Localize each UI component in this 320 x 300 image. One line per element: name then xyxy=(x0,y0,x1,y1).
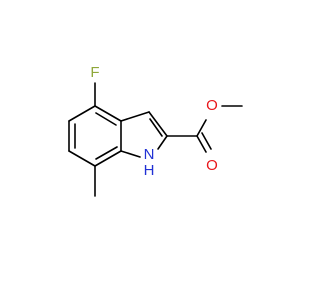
bond-c3a-c3 xyxy=(120,111,150,122)
bond-c7-c7a-inner xyxy=(95,146,118,160)
ester-oxygen-atom-label: O xyxy=(206,97,218,114)
bond-n1-c7a xyxy=(120,150,141,158)
carbonyl-oxygen-atom-label: O xyxy=(206,157,218,174)
bond-carbonyl-double-1 xyxy=(196,135,207,153)
fluorine-atom-label: F xyxy=(90,64,99,81)
bond-c7-c7a xyxy=(94,150,122,167)
bond-c3-c2-inner xyxy=(149,118,163,137)
bond-c3a-c4 xyxy=(94,105,122,122)
bond-c6-c7 xyxy=(68,150,96,167)
molecule-structure-diagram: F O O N H xyxy=(68,64,243,197)
indole-nh-hydrogen-label: H xyxy=(144,162,155,179)
bond-c2-n1 xyxy=(157,135,168,150)
bond-c3a-c4-inner xyxy=(95,112,117,126)
indole-nitrogen-atom-label: N xyxy=(144,146,155,163)
bond-c4-c5 xyxy=(68,105,96,122)
bond-c3-c2 xyxy=(148,111,168,137)
bond-carbonyl-double-2 xyxy=(201,132,212,150)
bond-carbonyl-c-o xyxy=(196,119,207,137)
